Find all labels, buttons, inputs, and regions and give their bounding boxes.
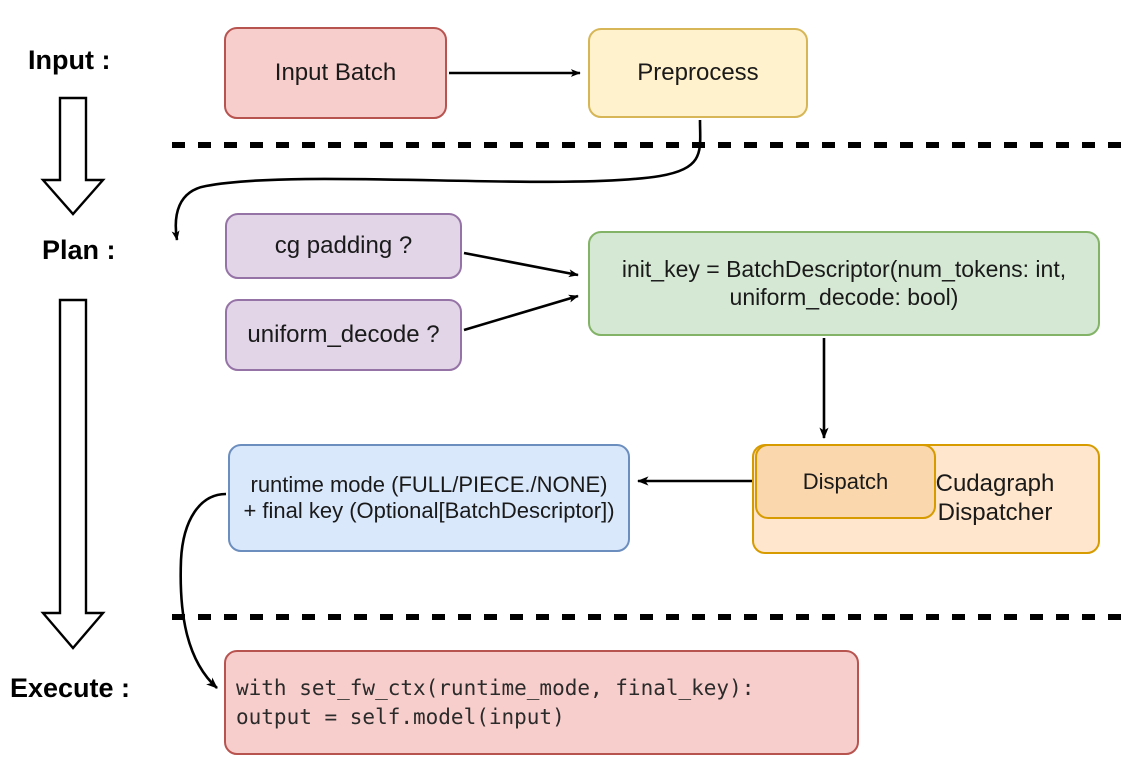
node-execute-code[interactable]: with set_fw_ctx(runtime_mode, final_key)… [224, 650, 859, 755]
node-dispatch[interactable]: Dispatch [755, 444, 936, 519]
stage-label-input: Input : [28, 45, 111, 75]
node-init-key-label: init_key = BatchDescriptor(num_tokens: i… [621, 256, 1067, 310]
node-uniform-decode-label: uniform_decode ? [247, 320, 440, 348]
stage-arrow-input-to-plan [40, 96, 106, 216]
node-cg-padding[interactable]: cg padding ? [225, 213, 462, 279]
node-runtime-mode[interactable]: runtime mode (FULL/PIECE./NONE) + final … [228, 444, 630, 552]
node-input-batch[interactable]: Input Batch [224, 27, 447, 119]
node-cg-padding-label: cg padding ? [274, 231, 413, 259]
node-dispatch-label: Dispatch [802, 468, 889, 494]
edge-uniform-decode-to-init-key [463, 294, 579, 332]
node-uniform-decode[interactable]: uniform_decode ? [225, 299, 462, 371]
node-execute-code-label: with set_fw_ctx(runtime_mode, final_key)… [236, 676, 755, 729]
edge-runtime-mode-to-execute-code [179, 492, 227, 689]
stage-label-plan: Plan : [42, 235, 116, 265]
node-runtime-mode-label: runtime mode (FULL/PIECE./NONE) + final … [243, 472, 615, 523]
edge-cg-padding-to-init-key [463, 251, 579, 278]
node-cudagraph-dispatcher-label: Cudagraph Dispatcher [935, 470, 1055, 526]
stage-label-execute: Execute : [10, 673, 131, 703]
node-init-key[interactable]: init_key = BatchDescriptor(num_tokens: i… [588, 231, 1100, 336]
node-preprocess[interactable]: Preprocess [588, 28, 808, 118]
node-preprocess-label: Preprocess [637, 58, 759, 86]
stage-arrow-plan-to-execute [40, 298, 106, 650]
node-input-batch-label: Input Batch [274, 58, 397, 86]
